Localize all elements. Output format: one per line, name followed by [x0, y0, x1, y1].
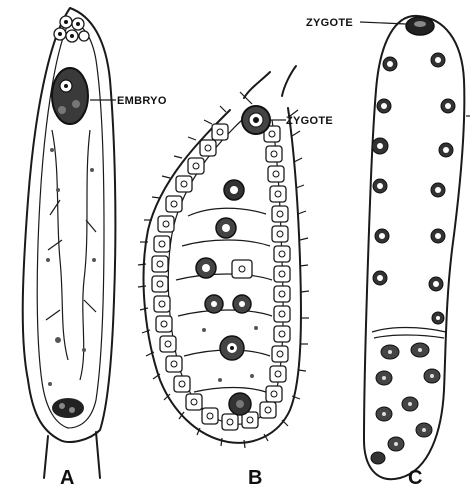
- panel-b-wall-cells: [152, 124, 290, 430]
- panel-a-callout-label: EMBRYO: [117, 95, 167, 107]
- panel-a-basal-mass: [52, 398, 84, 418]
- panel-b: ZYGOTE B: [138, 66, 333, 489]
- panel-c-free-nuclei: [372, 53, 455, 324]
- panel-c: ZYGOTE C: [306, 16, 470, 489]
- panel-c-zygote: [406, 17, 434, 35]
- panel-b-label: B: [248, 467, 262, 489]
- panel-a-speckles: [46, 148, 96, 386]
- panel-c-lower-cells: [371, 343, 440, 464]
- panel-a-label: A: [60, 467, 74, 489]
- panel-a-embryo: [52, 68, 88, 124]
- panel-c-label: C: [408, 467, 422, 489]
- panel-c-callout-label: ZYGOTE: [306, 17, 353, 29]
- panel-b-zygote: [242, 106, 270, 134]
- panel-b-callout-label: ZYGOTE: [286, 115, 333, 127]
